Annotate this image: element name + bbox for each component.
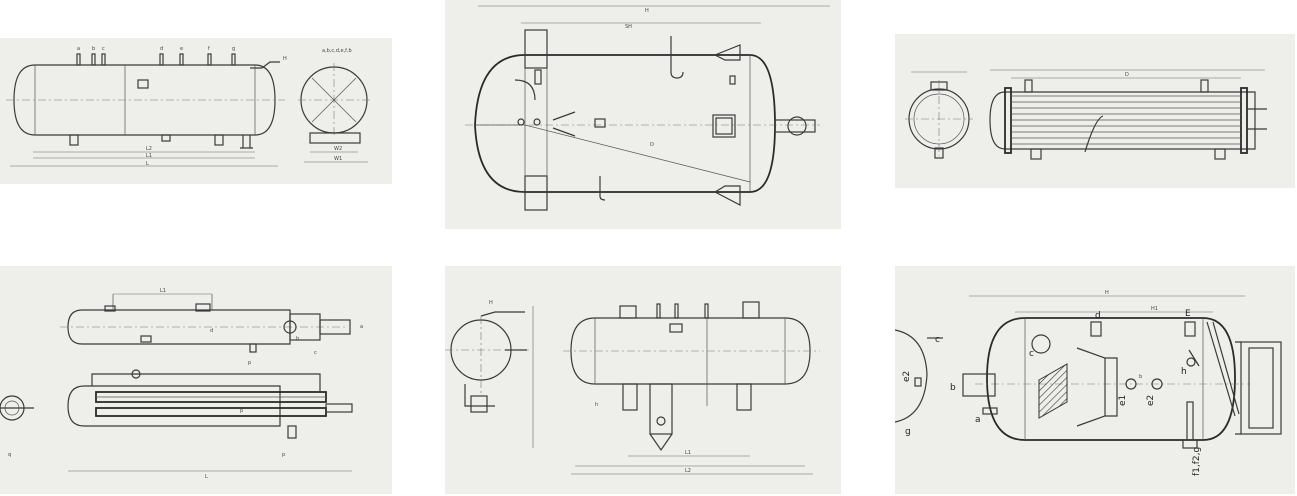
drawing-panel-horizontal-tank: H L1 L2 h xyxy=(445,266,841,494)
nozzle-label-c: c xyxy=(102,46,105,52)
dim-l: L xyxy=(146,161,149,167)
label-h: h xyxy=(1181,367,1187,377)
label-e2: e2 xyxy=(1146,395,1156,406)
nozzle-label-h: H xyxy=(283,56,287,62)
label-b: b xyxy=(296,336,299,342)
vessel-drawing-1: a b c d e f g H L2 L1 L W2 W1 a,b,c,d,e,… xyxy=(6,46,372,167)
label-e1: e1 xyxy=(1118,395,1128,406)
drawing-panel-condenser: L1 a b c d p p L q p xyxy=(0,266,392,494)
nozzle-label-a: a xyxy=(77,46,80,52)
top-nozzles xyxy=(76,53,236,66)
nozzle-label-d: d xyxy=(160,46,163,52)
dim-l2: L2 xyxy=(685,468,691,474)
label-c: c xyxy=(1029,349,1034,359)
dim-w2: W2 xyxy=(334,146,342,152)
vessel-drawing-4: L1 a b c d p p L q p xyxy=(0,288,363,480)
label-q: q xyxy=(8,452,11,458)
dim-h1: H1 xyxy=(1151,306,1158,312)
dim-l1: L1 xyxy=(146,153,152,159)
inner-tubes xyxy=(95,391,327,417)
dim-l1: L1 xyxy=(160,288,166,294)
dim-h-small: H xyxy=(489,300,493,306)
label-g: g xyxy=(905,427,911,437)
header-code: a,b,c,d,e,f,b xyxy=(322,48,352,54)
nozzle-label-f: f xyxy=(208,46,210,52)
label-c: c xyxy=(314,350,317,356)
vessel-drawing-3: D xyxy=(905,69,1267,160)
vessel-drawing-2: H SH D xyxy=(465,5,830,211)
dim-d: D xyxy=(1125,72,1129,78)
label-c-left: c xyxy=(935,335,940,345)
dim-l1: L1 xyxy=(685,450,691,456)
drawing-panel-horizontal-vessel: a b c d e f g H L2 L1 L W2 W1 a,b,c,d,e,… xyxy=(0,38,392,184)
dim-l: L xyxy=(205,474,208,480)
drawing-panel-separator-detail: c e2 g H H1 b c d E b xyxy=(895,266,1295,494)
dim-l2: L2 xyxy=(146,146,152,152)
dim-w1: W1 xyxy=(334,156,342,162)
label-d: d xyxy=(1095,311,1101,321)
nozzle-label-e: e xyxy=(180,46,183,52)
drawing-panel-heat-exchanger: D xyxy=(895,34,1295,188)
label-b: b xyxy=(950,383,956,393)
nozzle-label-g: g xyxy=(232,46,235,52)
dim-h: H xyxy=(1105,290,1109,296)
vessel-drawing-6: c e2 g H H1 b c d E b xyxy=(895,290,1282,476)
label-p3: p xyxy=(282,452,285,458)
label-a: a xyxy=(975,415,981,425)
dim-h2: h xyxy=(595,402,598,408)
label-f1f2g: f1,f2,g xyxy=(1192,447,1202,476)
vessel-drawing-5: H L1 L2 h xyxy=(445,300,820,475)
label-e: E xyxy=(1185,309,1191,319)
dim-d: D xyxy=(650,142,654,148)
label-p2: p xyxy=(240,408,243,414)
label-p: p xyxy=(248,360,251,366)
nozzle-label-b: b xyxy=(92,46,95,52)
label-b-small: b xyxy=(1139,374,1142,380)
label-d: d xyxy=(210,328,213,334)
dim-sh: SH xyxy=(625,24,632,30)
dim-h: H xyxy=(645,8,649,14)
tube-bundle xyxy=(1011,95,1241,145)
label-e2-left: e2 xyxy=(902,371,912,382)
label-a: a xyxy=(360,324,363,330)
drawing-panel-separator: H SH D xyxy=(445,0,841,229)
